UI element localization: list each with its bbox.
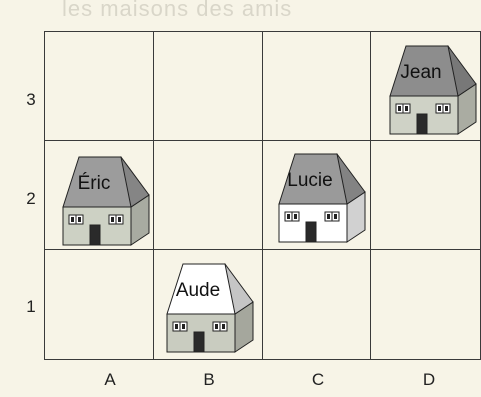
window-pane: [215, 324, 218, 329]
window-pane: [78, 217, 81, 222]
door: [194, 332, 204, 352]
row-label-2: 2: [22, 189, 40, 209]
cell-A1: [45, 250, 154, 359]
window-pane: [438, 106, 441, 111]
house-icon: [273, 148, 367, 244]
cell-D2: [371, 141, 480, 250]
door: [90, 225, 100, 245]
house-label: Éric: [57, 173, 131, 195]
house-aude: Aude: [161, 258, 255, 354]
column-label-C: C: [303, 370, 333, 390]
house-eric: Éric: [57, 151, 151, 247]
cell-C1: [263, 250, 372, 359]
window-pane: [71, 217, 74, 222]
window-pane: [222, 324, 225, 329]
house-label: Aude: [161, 280, 235, 302]
window-pane: [175, 324, 178, 329]
window-pane: [294, 214, 297, 219]
house-icon: [161, 258, 255, 354]
door: [306, 222, 316, 242]
row-label-1: 1: [22, 297, 40, 317]
cell-B2: [154, 141, 263, 250]
door: [417, 114, 427, 134]
column-label-A: A: [95, 370, 125, 390]
window-pane: [327, 214, 330, 219]
row-label-3: 3: [22, 90, 40, 110]
window-pane: [445, 106, 448, 111]
house-lucie: Lucie: [273, 148, 367, 244]
column-label-B: B: [194, 370, 224, 390]
column-label-D: D: [414, 370, 444, 390]
house-label: Lucie: [273, 170, 347, 192]
window-pane: [398, 106, 401, 111]
window-pane: [118, 217, 121, 222]
house-icon: [384, 40, 478, 136]
window-pane: [405, 106, 408, 111]
window-pane: [287, 214, 290, 219]
house-label: Jean: [384, 62, 458, 84]
cell-C3: [263, 32, 372, 141]
cell-D1: [371, 250, 480, 359]
window-pane: [182, 324, 185, 329]
cell-A3: [45, 32, 154, 141]
house-jean: Jean: [384, 40, 478, 136]
faded-background-text: les maisons des amis: [62, 0, 292, 22]
cell-B3: [154, 32, 263, 141]
house-icon: [57, 151, 151, 247]
window-pane: [111, 217, 114, 222]
window-pane: [334, 214, 337, 219]
